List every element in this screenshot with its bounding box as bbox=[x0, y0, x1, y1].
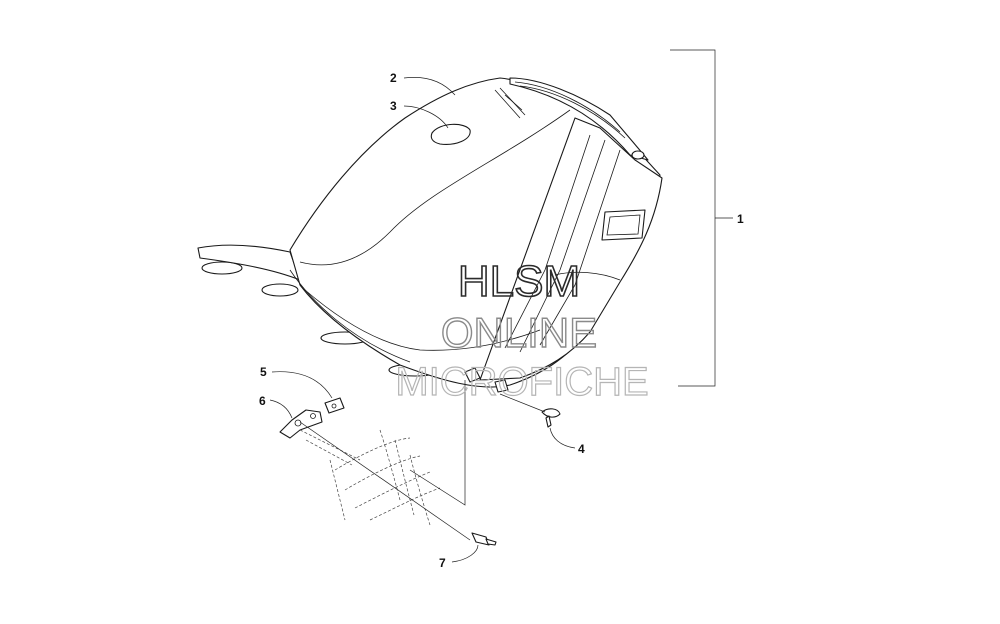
callout-2: 2 bbox=[390, 71, 397, 85]
frame-phantom bbox=[299, 429, 441, 526]
callout-7: 7 bbox=[439, 556, 446, 570]
callout-3: 3 bbox=[390, 99, 397, 113]
latch-bracket bbox=[279, 409, 323, 439]
leader-lines bbox=[269, 49, 733, 563]
watermark: HLSM ONLINE MICROFICHE bbox=[395, 256, 650, 404]
callout-labels: 1 2 3 4 5 6 7 bbox=[259, 71, 744, 570]
callout-6: 6 bbox=[259, 394, 266, 408]
seat-decal bbox=[430, 123, 471, 145]
watermark-line-3: MICROFICHE bbox=[395, 360, 648, 404]
push-pin bbox=[541, 408, 561, 428]
bracket-nut bbox=[324, 397, 345, 414]
callout-4: 4 bbox=[578, 442, 585, 456]
seat-assembly bbox=[197, 77, 663, 393]
watermark-line-2: ONLINE bbox=[441, 309, 597, 356]
callout-1: 1 bbox=[737, 212, 744, 226]
rivet bbox=[471, 532, 497, 546]
callout-5: 5 bbox=[260, 365, 267, 379]
watermark-line-1: HLSM bbox=[458, 257, 580, 306]
